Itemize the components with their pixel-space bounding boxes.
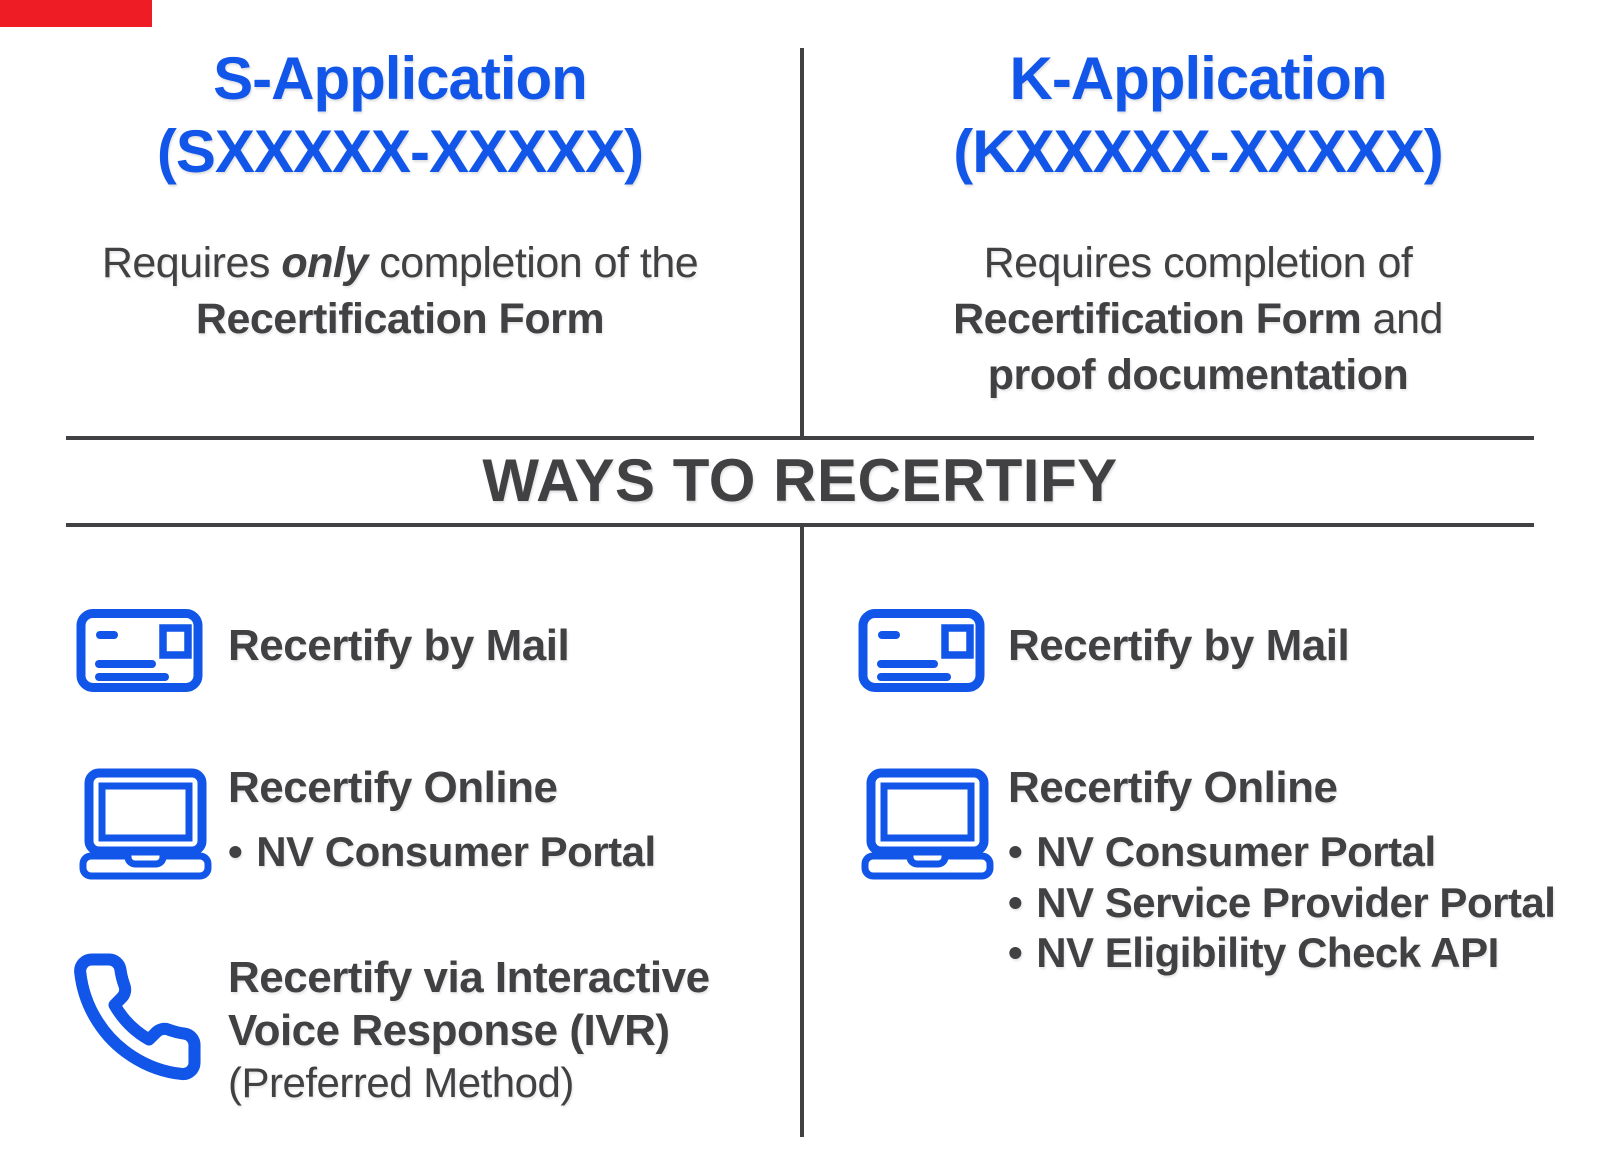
method-label-ivr-line1: Recertify via Interactive <box>228 953 710 1002</box>
bullet-glyph: • <box>1008 929 1023 977</box>
method-block-online-left: Recertify Online • NV Consumer Portal <box>228 762 656 878</box>
mail-icon <box>76 609 203 697</box>
desc-text: Requires <box>101 239 282 287</box>
desc-text: Requires completion of <box>983 239 1413 287</box>
s-application-description: Requires only completion of the Recertif… <box>30 236 770 348</box>
bullet-list-left: • NV Consumer Portal <box>228 827 656 878</box>
k-application-description: Requires completion of Recertification F… <box>828 236 1568 404</box>
bullet-item: • NV Consumer Portal <box>1008 827 1555 878</box>
method-label-ivr-line2: Voice Response (IVR) <box>228 1005 670 1055</box>
laptop-icon <box>861 768 994 885</box>
lower-horizontal-rule <box>66 523 1534 527</box>
bottom-vertical-divider <box>800 527 804 1137</box>
k-application-title: K-Application <box>1009 45 1388 112</box>
bullet-item: • NV Eligibility Check API <box>1008 928 1555 979</box>
phone-icon <box>68 948 206 1091</box>
bullet-list-right: • NV Consumer Portal • NV Service Provider… <box>1008 827 1556 979</box>
bullet-item: • NV Service Provider Portal <box>1008 878 1556 929</box>
section-title: WAYS TO RECERTIFY <box>482 447 1118 514</box>
k-application-header: K-Application (KXXXXX-XXXXX) <box>828 42 1568 188</box>
s-application-header: S-Application (SXXXXX-XXXXX) <box>30 42 770 188</box>
bullet-text: NV Eligibility Check API <box>1036 929 1499 977</box>
method-label-mail-left: Recertify by Mail <box>228 621 570 670</box>
desc-emphasis: only <box>281 239 368 287</box>
bullet-text: NV Consumer Portal <box>256 827 656 875</box>
desc-bold: Recertification Form <box>953 294 1362 343</box>
top-vertical-divider <box>800 48 804 438</box>
desc-text: and <box>1361 294 1444 343</box>
bullet-item: • NV Consumer Portal <box>228 827 656 878</box>
k-application-subtitle: (KXXXXX-XXXXX) <box>953 118 1443 186</box>
desc-text: completion of the <box>367 239 699 287</box>
red-corner-bar <box>0 0 152 27</box>
method-note-preferred: (Preferred Method) <box>228 1058 574 1106</box>
s-application-title: S-Application <box>213 45 588 112</box>
method-label-mail-right: Recertify by Mail <box>1008 621 1350 670</box>
bullet-text: NV Consumer Portal <box>1036 827 1436 875</box>
upper-horizontal-rule <box>66 436 1534 440</box>
desc-bold: Recertification Form <box>195 294 605 343</box>
laptop-icon <box>79 768 212 885</box>
bullet-glyph: • <box>1008 878 1023 926</box>
bullet-glyph: • <box>228 827 243 875</box>
method-block-ivr-left: Recertify via Interactive Voice Response… <box>228 952 710 1108</box>
mail-icon <box>858 609 985 697</box>
bullet-glyph: • <box>1008 827 1023 875</box>
s-application-subtitle: (SXXXXX-XXXXX) <box>156 118 644 186</box>
desc-bold: proof documentation <box>987 350 1409 399</box>
method-label-online-left: Recertify Online <box>228 763 558 812</box>
bullet-text: NV Service Provider Portal <box>1036 878 1556 926</box>
method-block-online-right: Recertify Online • NV Consumer Portal • NV… <box>1008 762 1556 979</box>
method-label-online-right: Recertify Online <box>1008 763 1338 812</box>
